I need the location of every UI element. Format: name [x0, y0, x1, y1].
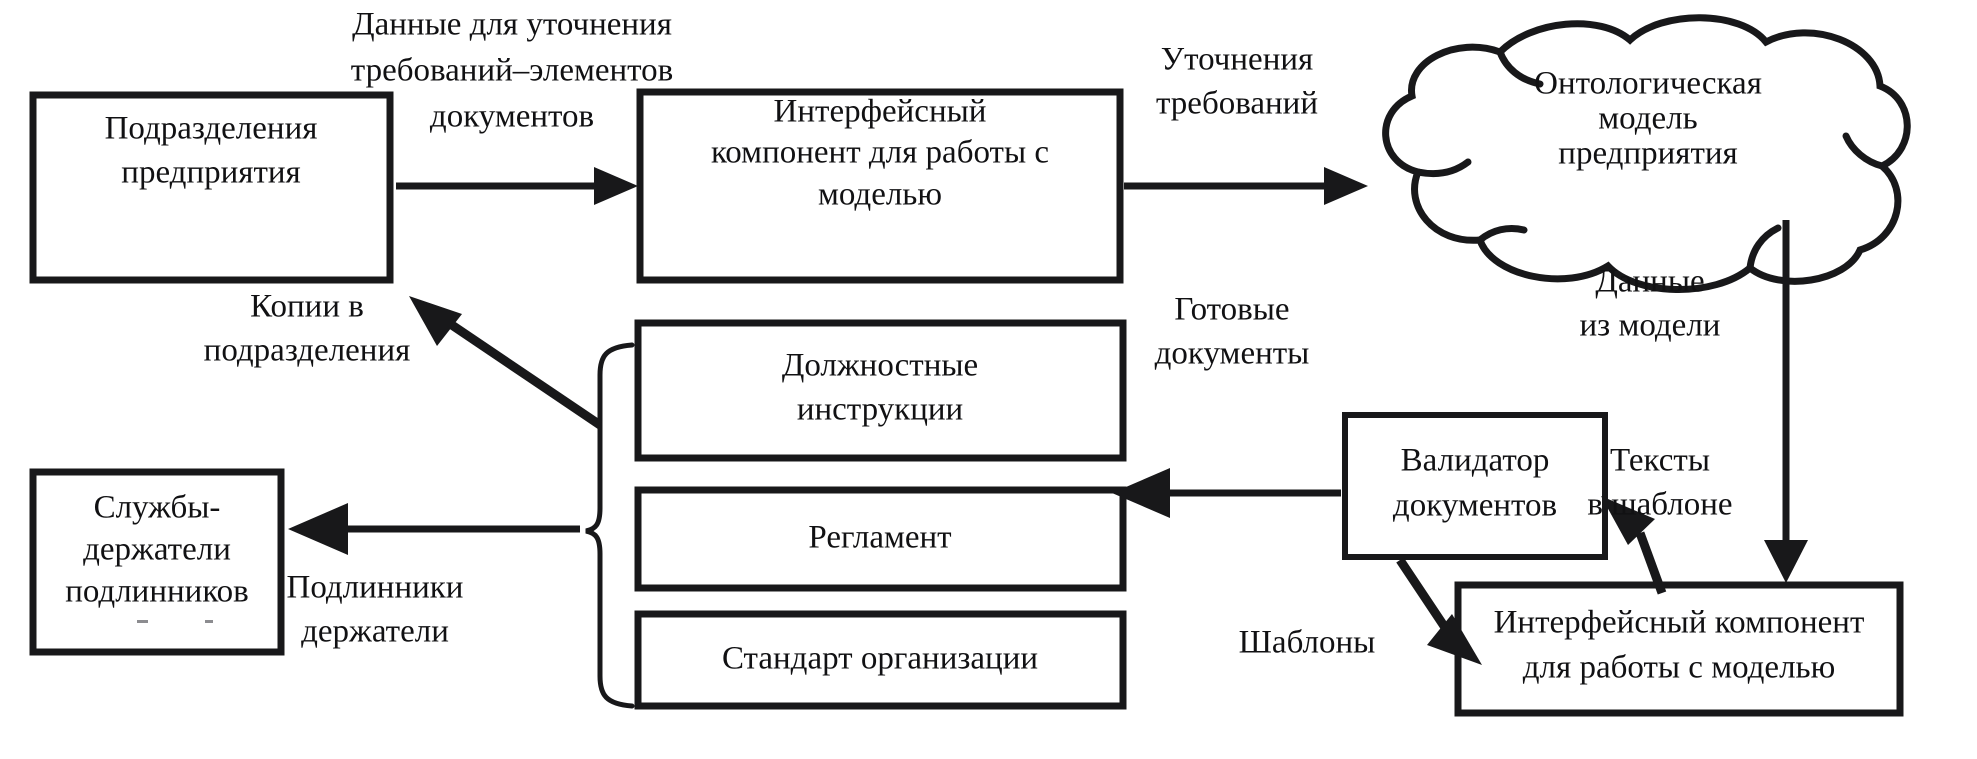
edge-validator-to-docs: Готовые документы — [1112, 292, 1341, 518]
node-dolzhnostnye-instrukcii[interactable]: Должностные инструкции — [634, 319, 1127, 462]
node-label-line: компонент для работы с — [711, 135, 1049, 171]
node-standart-organizacii[interactable]: Стандарт организации — [634, 610, 1127, 710]
node-box-shape — [636, 88, 1124, 284]
edge-cloud-to-interface-bottom: Данные из модели — [1580, 220, 1808, 583]
arrow-head-icon — [409, 296, 462, 346]
arrow-head-icon — [288, 503, 348, 555]
edge-label-line: в шаблоне — [1587, 487, 1732, 523]
edge-line — [1396, 557, 1450, 632]
edge-line — [1635, 531, 1667, 595]
node-validator-dokumentov[interactable]: Валидатор документов — [1342, 412, 1608, 560]
node-label-line: Службы- — [94, 490, 221, 526]
arrow-head-icon — [1112, 468, 1170, 518]
arrow-head-icon — [1324, 167, 1368, 205]
edge-label-line: из модели — [1580, 308, 1721, 344]
cloud-notch — [1496, 48, 1544, 88]
node-label-line: Интерфейсный компонент — [1494, 605, 1865, 641]
node-reglament[interactable]: Регламент — [634, 486, 1127, 592]
edge-label-line: Уточнения — [1161, 42, 1313, 78]
edge-label-line: Данные — [1595, 264, 1704, 300]
arrow-head-icon — [1601, 496, 1655, 545]
cloud-outline — [1382, 14, 1911, 293]
node-box-shape — [634, 319, 1127, 462]
node-label-line: предприятия — [121, 155, 300, 191]
edge-label-line: документы — [1155, 336, 1310, 372]
cloud-notch — [1842, 132, 1886, 170]
arrow-head-icon — [1427, 614, 1482, 665]
node-label-line: документов — [1393, 488, 1557, 524]
scan-artifact — [137, 620, 148, 623]
edge-interface-bottom-to-validator: Тексты в шаблоне — [1587, 443, 1733, 595]
cloud-notch — [1414, 158, 1472, 178]
node-sluzhby-derzhateli-podlinnikov[interactable]: Службы- держатели подлинников — [29, 468, 285, 656]
node-label-line: подлинников — [65, 574, 249, 610]
node-box-shape — [29, 468, 285, 656]
edge-label-line: Данные для уточнения — [352, 7, 672, 43]
node-label-line: для работы с моделью — [1523, 650, 1835, 686]
node-podrazdeleniya-predpriyatiya[interactable]: Подразделения предприятия — [29, 91, 394, 284]
node-label-line: Подразделения — [105, 111, 318, 147]
node-label-line: предприятия — [1558, 136, 1737, 172]
node-label-line: инструкции — [797, 392, 963, 428]
edge-label-line: требований — [1156, 86, 1318, 122]
node-label-line: модель — [1598, 101, 1697, 137]
edge-label-line: подразделения — [204, 333, 411, 369]
node-box-shape — [634, 486, 1127, 592]
node-box-shape — [1454, 581, 1904, 717]
arrow-head-icon — [594, 167, 638, 205]
edge-label-line: документов — [430, 99, 594, 135]
node-label-line: Должностные — [782, 348, 978, 384]
edge-validator-to-interface-bottom: Шаблоны — [1239, 557, 1482, 665]
edge-label-line: Шаблоны — [1239, 625, 1376, 661]
edge-label-line: Копии в — [250, 289, 364, 325]
edge-label-line: держатели — [301, 614, 449, 650]
node-box-shape — [1342, 412, 1608, 560]
edge-label-line: Готовые — [1174, 292, 1289, 328]
node-label-line: Регламент — [808, 520, 951, 556]
edge-podrazdeleniya-to-interface-top: Данные для уточнения требований–элементо… — [351, 7, 673, 205]
scan-artifact — [205, 620, 213, 623]
node-label-line: моделью — [818, 177, 942, 213]
node-interfejsnyj-komponent-top[interactable]: Интерфейсный компонент для работы с моде… — [636, 88, 1124, 284]
node-label-line: держатели — [83, 532, 231, 568]
edge-docs-to-sluzhby: Подлинники держатели — [287, 503, 580, 650]
edge-line — [440, 315, 603, 429]
edge-interface-top-to-cloud: Уточнения требований — [1124, 42, 1368, 205]
edge-docs-to-podrazdeleniya: Копии в подразделения — [204, 289, 603, 429]
node-box-shape — [634, 610, 1127, 710]
node-label-line: Интерфейсный — [774, 94, 987, 130]
edge-label-line: Тексты — [1610, 443, 1710, 479]
cloud-notch — [1746, 224, 1782, 272]
edge-label-line: Подлинники — [287, 570, 464, 606]
arrow-head-icon — [1764, 540, 1808, 583]
node-label-line: Онтологическая — [1534, 66, 1762, 102]
node-interfejsnyj-komponent-bottom[interactable]: Интерфейсный компонент для работы с моде… — [1454, 581, 1904, 717]
node-label-line: Стандарт организации — [722, 641, 1038, 677]
node-ontologicheskaya-model-cloud[interactable]: Онтологическая модель предприятия — [1382, 14, 1911, 293]
documents-brace — [585, 342, 635, 709]
cloud-notch — [1476, 224, 1528, 244]
edge-label-line: требований–элементов — [351, 53, 673, 89]
brace-path — [585, 342, 635, 709]
node-box-shape — [29, 91, 394, 284]
node-label-line: Валидатор — [1401, 443, 1550, 479]
